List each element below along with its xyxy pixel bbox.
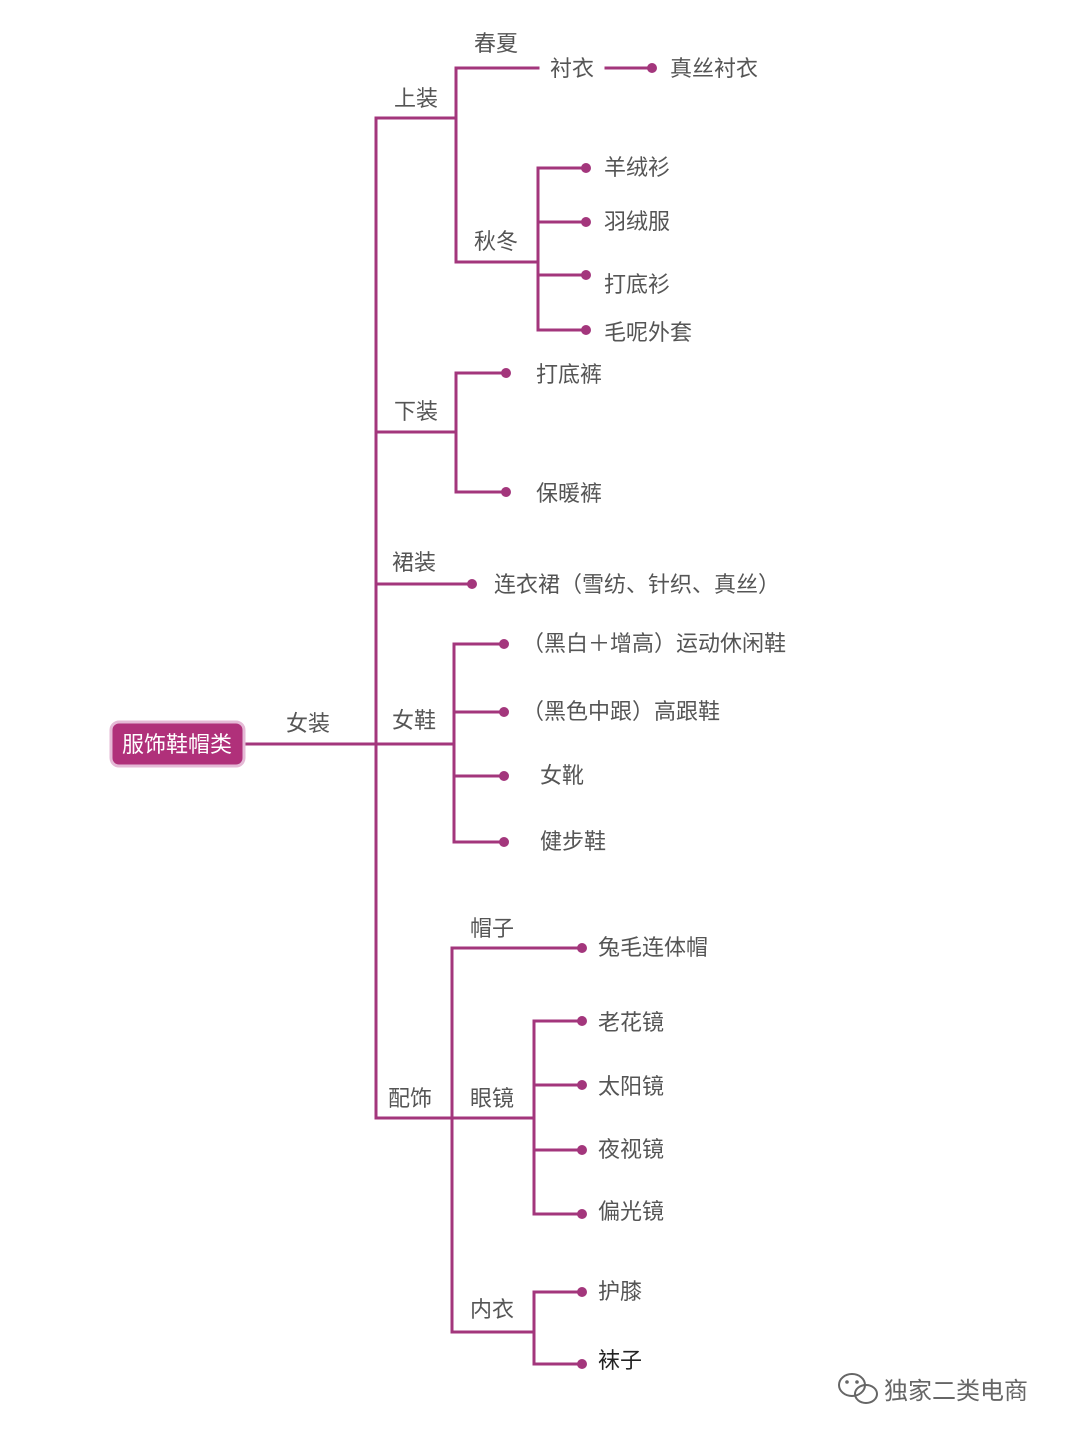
leaf-knee-pads: 护膝	[598, 1280, 642, 1305]
node-dot	[499, 707, 509, 717]
node-dot	[467, 579, 477, 589]
leaf-sneakers: （黑白＋增高）运动休闲鞋	[522, 632, 786, 657]
branch-label-autumn-winter: 秋冬	[474, 230, 518, 255]
node-dot	[577, 1016, 587, 1026]
node-dot	[577, 1287, 587, 1297]
node-shirt: 衬衣	[550, 57, 594, 82]
leaf-walking-shoes: 健步鞋	[540, 830, 606, 855]
node-dot	[577, 1080, 587, 1090]
leaf-rabbit-fur-hat: 兔毛连体帽	[598, 936, 708, 961]
branch-label-skirts: 裙装	[392, 551, 436, 576]
wechat-icon	[838, 1373, 878, 1404]
leaf-socks: 袜子	[598, 1349, 642, 1374]
leaf-down-jacket: 羽绒服	[604, 210, 670, 235]
root-node-label: 服饰鞋帽类	[122, 733, 232, 758]
leaf-base-shirt: 打底衫	[604, 273, 670, 298]
node-dot	[581, 325, 591, 335]
node-dot	[501, 368, 511, 378]
leaf-polarized-glasses: 偏光镜	[598, 1200, 664, 1225]
branch-label-tops: 上装	[394, 87, 438, 112]
leaf-high-heels: （黑色中跟）高跟鞋	[522, 700, 720, 725]
branch-label-glasses: 眼镜	[470, 1087, 514, 1112]
leaf-leggings: 打底裤	[536, 363, 602, 388]
node-dot	[581, 163, 591, 173]
node-dot	[577, 1209, 587, 1219]
leaf-night-vision-glasses: 夜视镜	[598, 1138, 664, 1163]
watermark-text: 独家二类电商	[884, 1377, 1028, 1405]
node-dot	[499, 639, 509, 649]
node-dots	[467, 63, 657, 1369]
node-dot	[577, 1145, 587, 1155]
branch-label-bottoms: 下装	[394, 400, 438, 425]
node-dot	[577, 1359, 587, 1369]
connector-lines	[242, 66, 652, 1366]
node-dot	[501, 487, 511, 497]
node-dot	[499, 771, 509, 781]
node-dot	[581, 270, 591, 280]
leaf-boots: 女靴	[540, 764, 584, 789]
leaf-reading-glasses: 老花镜	[598, 1011, 664, 1036]
branch-label-hats: 帽子	[470, 917, 514, 942]
leaf-silk-shirt: 真丝衬衣	[670, 57, 758, 82]
branch-label-accessories: 配饰	[388, 1087, 432, 1112]
leaf-thermal-pants: 保暖裤	[536, 482, 602, 507]
leaf-cashmere: 羊绒衫	[604, 156, 670, 181]
level1-label: 女装	[286, 712, 330, 737]
branch-label-spring-summer: 春夏	[474, 32, 518, 57]
node-dot	[647, 63, 657, 73]
node-dot	[577, 943, 587, 953]
root-node: 服饰鞋帽类	[109, 720, 246, 768]
branch-label-shoes: 女鞋	[392, 709, 436, 734]
root-node-box	[109, 720, 246, 768]
node-dot	[499, 837, 509, 847]
node-dot	[581, 217, 591, 227]
leaf-dress: 连衣裙（雪纺、针织、真丝）	[494, 573, 780, 598]
watermark: 独家二类电商	[838, 1373, 1028, 1405]
branch-label-underwear: 内衣	[470, 1298, 514, 1323]
leaf-wool-coat: 毛呢外套	[604, 321, 692, 346]
leaf-sunglasses: 太阳镜	[598, 1075, 664, 1100]
